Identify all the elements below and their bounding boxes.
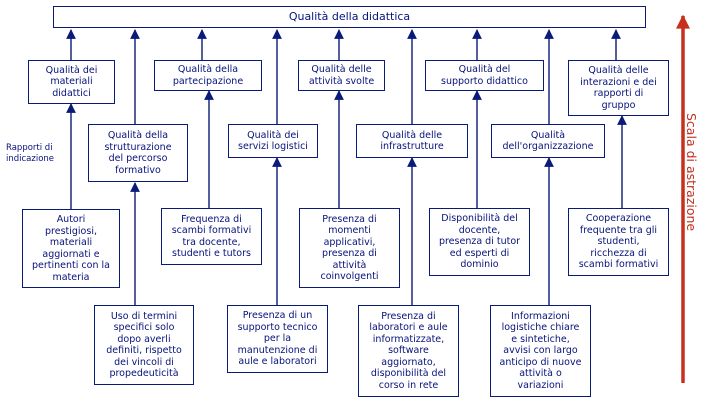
indicator-box: Informazioni logistiche chiare e sinteti… bbox=[490, 305, 591, 397]
quality-box: Qualità delle infrastrutture bbox=[356, 124, 468, 158]
quality-box: Qualità dell'organizzazione bbox=[491, 124, 605, 158]
quality-box: Qualità dei servizi logistici bbox=[228, 124, 318, 158]
indicator-box: Presenza di un supporto tecnico per la m… bbox=[227, 305, 328, 373]
quality-box: Qualità della strutturazione del percors… bbox=[88, 124, 188, 182]
indicator-box: Autori prestigiosi, materiali aggiornati… bbox=[22, 209, 120, 288]
indicator-box: Presenza di momenti applicativi, presenz… bbox=[299, 208, 400, 288]
indicator-box: Uso di termini specifici solo dopo averl… bbox=[94, 305, 194, 385]
indicator-box: Cooperazione frequente tra gli studenti,… bbox=[568, 208, 669, 276]
indicator-box: Disponibilità del docente, presenza di t… bbox=[429, 208, 530, 276]
side-label-rapporti: Rapporti di indicazione bbox=[6, 143, 55, 164]
quality-box: Qualità del supporto didattico bbox=[425, 60, 544, 91]
diagram-title-box: Qualità della didattica bbox=[53, 6, 646, 28]
connector-lines bbox=[66, 29, 627, 305]
indicator-box: Frequenza di scambi formativi tra docent… bbox=[161, 208, 262, 265]
indicator-box: Presenza di laboratori e aule informatiz… bbox=[358, 305, 459, 397]
quality-box: Qualità delle interazioni e dei rapporti… bbox=[568, 60, 669, 116]
quality-box: Qualità delle attività svolte bbox=[298, 60, 385, 91]
scale-label: Scala di astrazione bbox=[684, 113, 699, 232]
quality-box: Qualità della partecipazione bbox=[154, 60, 262, 91]
quality-box: Qualità dei materiali didattici bbox=[28, 60, 115, 104]
